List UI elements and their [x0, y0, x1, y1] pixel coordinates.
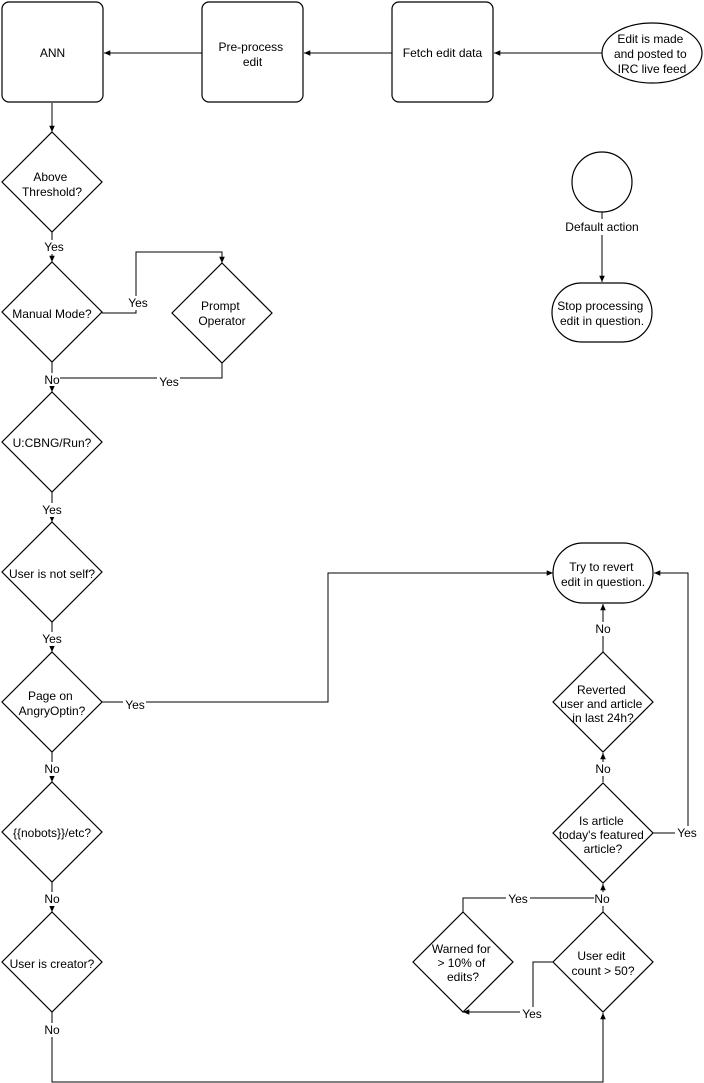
label-angry-yes: Yes [123, 698, 146, 712]
svg-text:User edit count > 50?: User edit count > 50? [571, 949, 634, 978]
svg-text:Yes: Yes [677, 826, 697, 840]
svg-text:Pre-process edit: Pre-process edit [218, 40, 286, 69]
svg-text:Manual Mode?: Manual Mode? [12, 307, 92, 321]
default-action-circle: Default action [560, 151, 644, 235]
ann-box: ANN [1, 1, 104, 103]
label-notself-yes: Yes [40, 632, 63, 646]
svg-text:User is creator?: User is creator? [10, 957, 95, 971]
svg-text:U:CBNG/Run?: U:CBNG/Run? [13, 436, 92, 450]
label-editcount-yes: Yes [520, 1007, 544, 1021]
edit-made-ellipse: Edit is made and posted to IRC live feed [601, 22, 703, 84]
svg-text:No: No [595, 622, 611, 636]
svg-text:Yes: Yes [125, 698, 145, 712]
label-manual-no: No [44, 373, 60, 387]
nodes: ANN Pre-process edit Fetch edit data Edi… [1, 1, 703, 1013]
svg-text:Prompt Operator: Prompt Operator [198, 299, 245, 328]
svg-text:Warned for > 10% of: Warned for > 10% of edits? [432, 942, 494, 984]
edge-labels: Yes Yes No Yes Yes Yes Yes No [40, 240, 699, 1037]
run-page-decision: U:CBNG/Run? [1, 391, 103, 493]
label-editcount-no: No [594, 892, 612, 906]
svg-text:User is not self?: User is not self? [9, 567, 95, 581]
fetch-box: Fetch edit data [391, 1, 494, 103]
svg-text:{{nobots}}/etc?: {{nobots}}/etc? [13, 826, 91, 840]
svg-text:No: No [594, 892, 610, 906]
edit-count-decision: User edit count > 50? [552, 911, 654, 1013]
label-prompt-yes: Yes [157, 375, 180, 389]
svg-text:Yes: Yes [159, 375, 179, 389]
svg-text:Yes: Yes [42, 503, 62, 517]
label-creator-no: No [43, 1023, 61, 1037]
edge-creator-to-editcount [51, 1012, 606, 1083]
svg-text:Stop processing edit i: Stop processing edit in question. [557, 299, 646, 328]
edge-editcount-to-warned [463, 961, 553, 1015]
svg-text:ANN: ANN [40, 46, 65, 60]
manual-mode-decision: Manual Mode? [1, 261, 103, 363]
svg-text:Reverted user and arti: Reverted user and article in last 24h? [560, 683, 645, 725]
label-reverted-no: No [594, 622, 612, 636]
label-manual-yes: Yes [126, 296, 149, 310]
svg-text:Above Threshold?: Above Threshold? [22, 170, 82, 199]
svg-text:Yes: Yes [42, 632, 62, 646]
svg-text:Try to revert edit in: Try to revert edit in question. [561, 560, 645, 589]
svg-text:Fetch edit data: Fetch edit data [403, 46, 483, 60]
svg-text:Yes: Yes [522, 1007, 542, 1021]
svg-text:Default action: Default action [565, 220, 638, 234]
label-angry-no: No [43, 762, 61, 776]
svg-text:Edit is made and poste: Edit is made and posted to IRC live feed [614, 32, 690, 76]
svg-text:Page on AngryOptin?: Page on AngryOptin? [19, 689, 86, 718]
not-self-decision: User is not self? [1, 521, 103, 623]
svg-text:No: No [595, 762, 611, 776]
edge-featured-to-revert [653, 570, 689, 834]
edge-warned-to-featured [462, 897, 603, 912]
prompt-operator-decision: Prompt Operator [171, 262, 273, 364]
label-featured-no: No [594, 762, 612, 776]
label-threshold-yes: Yes [42, 240, 65, 254]
threshold-decision: Above Threshold? [1, 131, 103, 233]
angry-optin-decision: Page on AngryOptin? [1, 651, 103, 753]
try-revert-terminal: Try to revert edit in question. [552, 542, 654, 604]
label-nobots-no: No [43, 892, 61, 906]
svg-text:Yes: Yes [508, 892, 528, 906]
svg-text:No: No [44, 892, 60, 906]
svg-text:Is article today's fea: Is article today's featured article? [559, 814, 647, 856]
reverted-recent-decision: Reverted user and article in last 24h? [552, 651, 654, 753]
svg-text:Yes: Yes [44, 240, 64, 254]
edge-angry-to-revert [102, 570, 553, 703]
svg-text:Yes: Yes [128, 296, 148, 310]
label-run-yes: Yes [40, 503, 63, 517]
creator-decision: User is creator? [1, 911, 103, 1013]
edge-prompt-to-run [52, 362, 223, 379]
edge-manual-to-prompt [102, 251, 225, 314]
stop-processing-terminal: Stop processing edit in question. [551, 282, 653, 343]
preprocess-box: Pre-process edit [201, 1, 304, 103]
svg-text:No: No [44, 1023, 60, 1037]
nobots-decision: {{nobots}}/etc? [1, 781, 103, 883]
warned-decision: Warned for > 10% of edits? [412, 911, 514, 1013]
label-warned-yes: Yes [506, 891, 530, 906]
featured-decision: Is article today's featured article? [552, 782, 654, 884]
svg-text:No: No [44, 373, 60, 387]
svg-text:No: No [44, 762, 60, 776]
label-featured-yes: Yes [675, 826, 699, 840]
